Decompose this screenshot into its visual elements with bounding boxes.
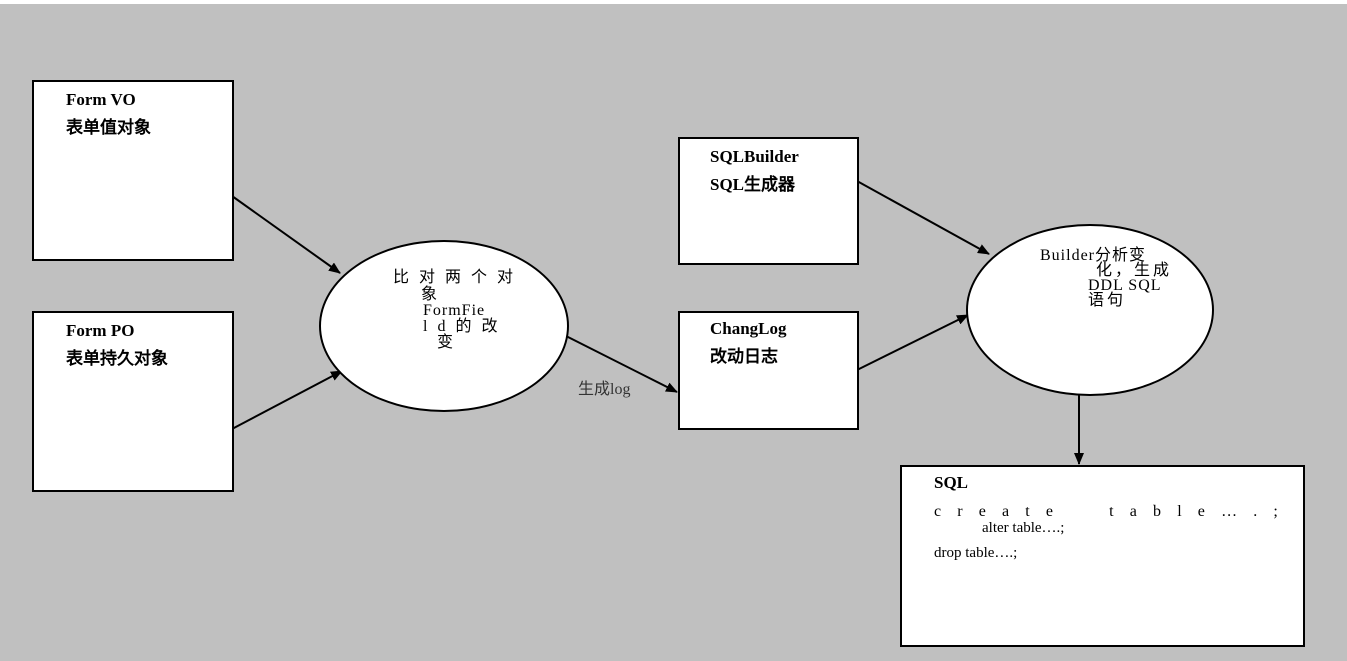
compare-text-line-2: 象 [421, 286, 441, 303]
edge-formpo-to-compare [231, 370, 343, 430]
form-po-box: Form PO 表单持久对象 [32, 311, 234, 492]
sql-line1-char: e [1045, 503, 1053, 520]
compare-text-line-5: 变 [437, 334, 457, 351]
sql-line1-char: c [934, 503, 942, 520]
form-po-title: Form PO [66, 321, 135, 340]
sql-line-create-table: c r e a t e t a b l e … . ; [934, 503, 1278, 521]
chang-log-box: ChangLog 改动日志 [678, 311, 859, 430]
edge-formvo-to-compare [231, 195, 341, 274]
builder-text-line-4: 语句 [1088, 292, 1127, 309]
edge-label-generate-log: 生成log [578, 381, 631, 398]
compare-text-line-4: l d 的 改 [423, 318, 501, 335]
edge-sqlbuilder-to-builder [856, 180, 990, 255]
edge-changlog-to-builder [856, 314, 969, 371]
builder-analyze-ellipse: Builder分析变 化，生成 DDL SQL 语句 [966, 224, 1214, 396]
sql-line1-char: l [1177, 503, 1182, 520]
compare-ellipse: 比 对 两 个 对 象 FormFie l d 的 改 变 [319, 240, 569, 412]
compare-text-line-3: FormFie [423, 302, 486, 319]
compare-text-line-1: 比 对 两 个 对 [393, 269, 517, 286]
top-border [0, 0, 1347, 4]
sql-line1-char: a [1129, 503, 1137, 520]
form-po-subtitle: 表单持久对象 [66, 349, 168, 368]
form-vo-subtitle: 表单值对象 [66, 118, 151, 137]
builder-text-line-3: DDL SQL [1088, 277, 1162, 294]
builder-text-line-2: 化，生成 [1096, 262, 1173, 279]
sql-builder-subtitle: SQL生成器 [710, 175, 796, 194]
sql-builder-title: SQLBuilder [710, 147, 799, 166]
sql-line-drop-table: drop table….; [934, 545, 1018, 561]
sql-line1-char: a [1002, 503, 1010, 520]
sql-line1-char: b [1153, 503, 1162, 520]
sql-line1-char: … [1221, 503, 1238, 520]
sql-builder-box: SQLBuilder SQL生成器 [678, 137, 859, 265]
builder-text-line-1: Builder分析变 [1040, 247, 1146, 264]
sql-line1-char: e [978, 503, 986, 520]
sql-box: SQL c r e a t e t a b l e … . ; alter ta… [900, 465, 1305, 647]
form-vo-title: Form VO [66, 90, 136, 109]
sql-line1-char: t [1025, 503, 1030, 520]
sql-line1-char: r [957, 503, 963, 520]
sql-line1-char: ; [1273, 503, 1278, 520]
sql-line1-char: t [1109, 503, 1114, 520]
chang-log-subtitle: 改动日志 [710, 347, 778, 366]
form-vo-box: Form VO 表单值对象 [32, 80, 234, 261]
edge-compare-to-changlog [565, 335, 678, 393]
sql-line1-char: . [1253, 503, 1258, 520]
chang-log-title: ChangLog [710, 319, 787, 338]
sql-title: SQL [934, 473, 969, 492]
sql-line1-char: e [1197, 503, 1205, 520]
sql-line-alter-table: alter table….; [982, 520, 1065, 536]
